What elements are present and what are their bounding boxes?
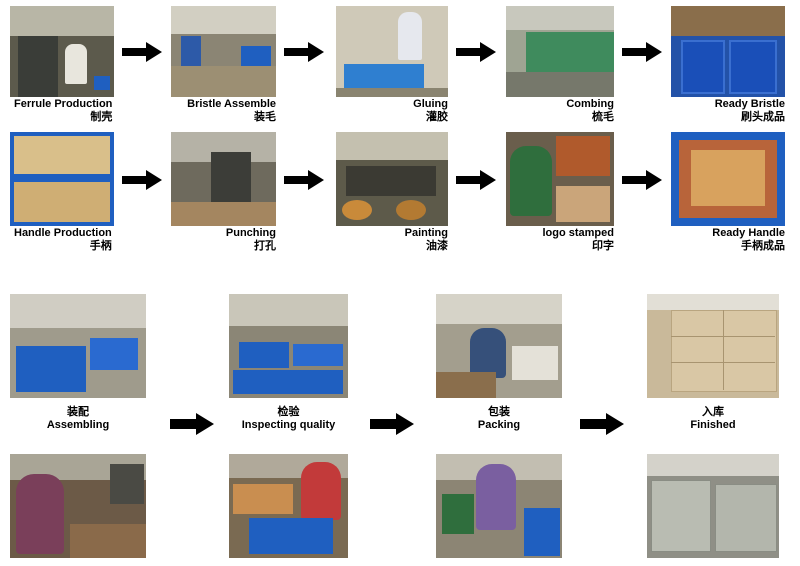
caption-finished: 入库 Finished (690, 406, 736, 431)
caption-ready-bristle: Ready Bristle 刷头成品 (714, 98, 785, 123)
caption-packing: 包装 Packing (477, 406, 521, 431)
caption-ready-handle: Ready Handle 手柄成品 (712, 227, 785, 252)
arrow-right-icon (622, 42, 662, 62)
caption-gluing: Gluing 灌胶 (413, 98, 448, 123)
caption-bristle-assemble: Bristle Assemble 装毛 (187, 98, 276, 123)
arrow-right-icon (370, 413, 414, 435)
photo-packing-bottom (436, 454, 562, 558)
photo-finished-top (647, 294, 779, 398)
photo-finished-bottom (647, 454, 779, 558)
arrow-right-icon (122, 42, 162, 62)
photo-combing (506, 6, 614, 97)
caption-logo-stamped: logo stamped 印字 (542, 227, 614, 252)
photo-painting (336, 132, 448, 226)
photo-punching (171, 132, 276, 226)
photo-assembling-top (10, 294, 146, 398)
caption-punching: Punching 打孔 (225, 227, 276, 252)
arrow-right-icon (456, 170, 496, 190)
arrow-right-icon (284, 42, 324, 62)
photo-inspecting-top (229, 294, 348, 398)
arrow-right-icon (456, 42, 496, 62)
photo-inspecting-bottom (229, 454, 348, 558)
arrow-right-icon (622, 170, 662, 190)
arrow-right-icon (580, 413, 624, 435)
photo-ready-handle (671, 132, 785, 226)
arrow-right-icon (284, 170, 324, 190)
arrow-right-icon (170, 413, 214, 435)
photo-gluing (336, 6, 448, 97)
photo-assembling-bottom (10, 454, 146, 558)
caption-combing: Combing 梳毛 (566, 98, 614, 123)
caption-painting: Painting 油漆 (404, 227, 448, 252)
photo-ready-bristle (671, 6, 785, 97)
photo-ferrule-production (10, 6, 114, 97)
photo-packing-top (436, 294, 562, 398)
arrow-right-icon (122, 170, 162, 190)
photo-logo-stamped (506, 132, 614, 226)
caption-handle-production: Handle Production 手柄 (14, 227, 112, 252)
photo-handle-production (10, 132, 114, 226)
caption-assembling: 装配 Assembling (46, 406, 110, 431)
caption-ferrule-production: Ferrule Production 制壳 (14, 98, 113, 123)
photo-bristle-assemble (171, 6, 276, 97)
caption-inspecting-quality: 检验 Inspecting quality (241, 406, 336, 431)
